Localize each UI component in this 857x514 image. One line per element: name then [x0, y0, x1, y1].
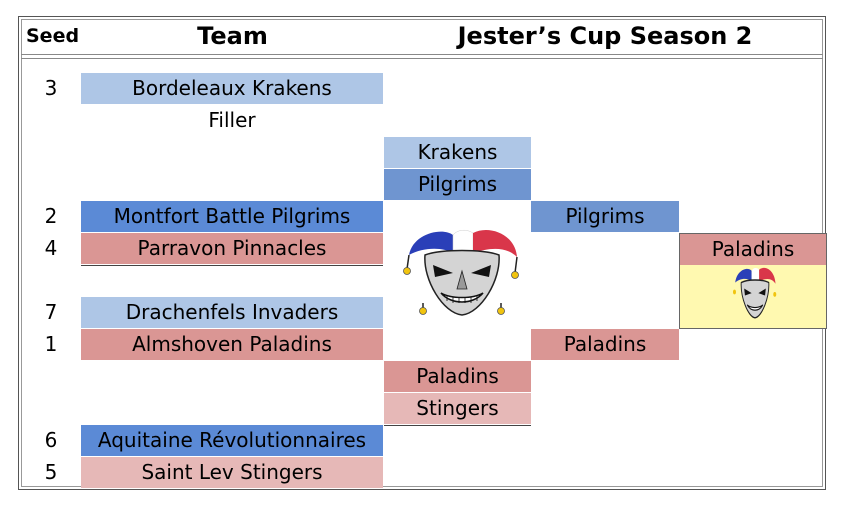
match-divider: [384, 425, 531, 426]
team-header: Team: [197, 22, 268, 50]
team-cell-stingers: Saint Lev Stingers: [81, 457, 383, 488]
round3-cell-paladins: Paladins: [531, 329, 679, 360]
seed-number: 6: [44, 428, 58, 452]
seed-number: 2: [44, 204, 58, 228]
team-cell-filler: Filler: [208, 108, 256, 132]
header-divider-2: [21, 58, 823, 59]
champion-jester-icon: [733, 267, 777, 319]
seed-header: Seed: [26, 25, 80, 47]
champion-cell: Paladins: [680, 234, 826, 265]
seed-number: 3: [44, 76, 58, 100]
team-cell-paladins: Almshoven Paladins: [81, 329, 383, 360]
round2-cell-krakens: Krakens: [384, 137, 531, 168]
team-cell-invaders: Drachenfels Invaders: [81, 297, 383, 328]
seed-number: 1: [44, 332, 58, 356]
page-title: Jester’s Cup Season 2: [457, 22, 753, 50]
round2-cell-pilgrims: Pilgrims: [384, 169, 531, 200]
jester-mask-icon: [403, 230, 519, 316]
round2-cell-stingers: Stingers: [384, 393, 531, 424]
team-cell-pilgrims: Montfort Battle Pilgrims: [81, 201, 383, 232]
team-cell-krakens: Bordeleaux Krakens: [81, 73, 383, 104]
seed-number: 7: [44, 300, 58, 324]
seed-number: 5: [44, 460, 58, 484]
seed-number: 4: [44, 236, 58, 260]
match-divider: [81, 265, 383, 266]
team-cell-pinnacles: Parravon Pinnacles: [81, 233, 383, 264]
round2-cell-paladins: Paladins: [384, 361, 531, 392]
team-cell-revolutionnaires: Aquitaine Révolutionnaires: [81, 425, 383, 456]
header-divider: [21, 54, 823, 55]
round3-cell-pilgrims: Pilgrims: [531, 201, 679, 232]
